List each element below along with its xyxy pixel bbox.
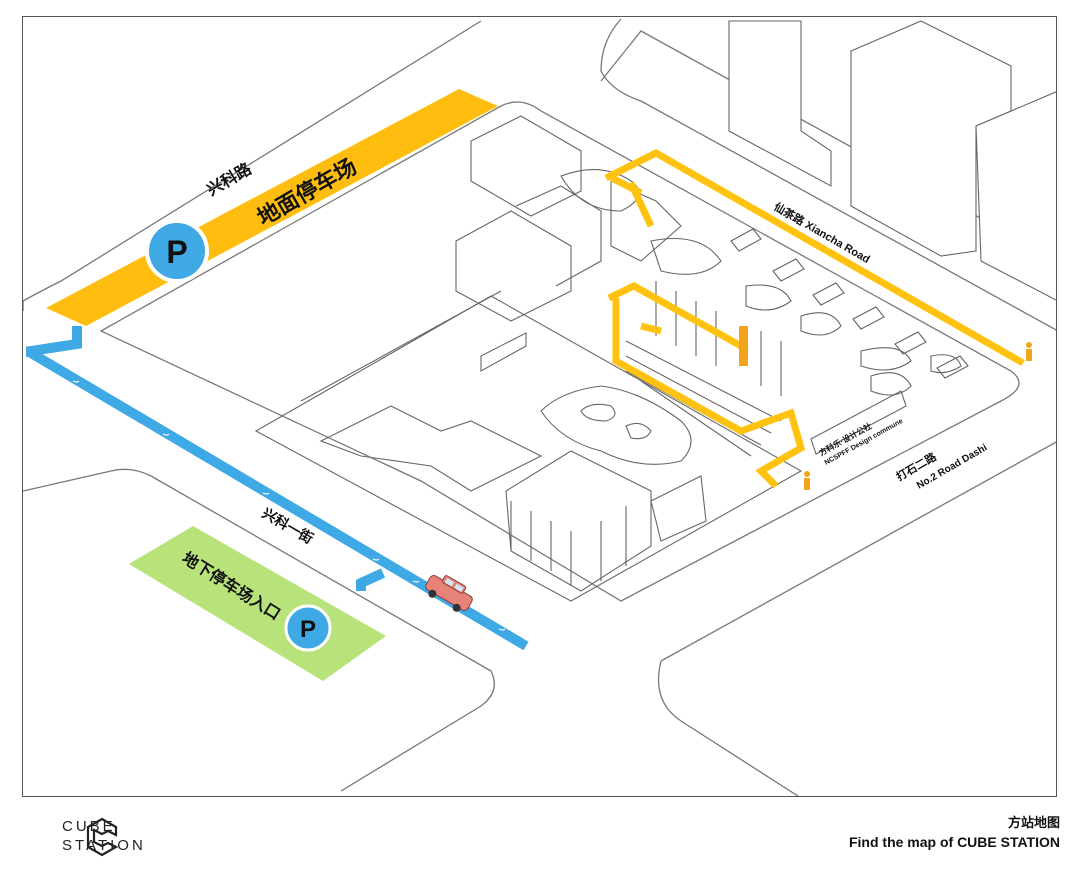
wifi-marks bbox=[72, 380, 506, 631]
parking-icon-underground[interactable]: P bbox=[284, 604, 332, 652]
xingke-road-label: 兴科路 bbox=[204, 159, 256, 200]
cube-station-logo-icon bbox=[86, 817, 119, 857]
person-icon-dashi bbox=[804, 471, 810, 490]
parking-icon-ground[interactable]: P bbox=[145, 219, 209, 283]
car-icon bbox=[425, 575, 473, 612]
parking-symbol-underground: P bbox=[300, 616, 316, 643]
road-outlines bbox=[23, 18, 1056, 796]
orange-marker bbox=[739, 326, 748, 366]
logo-wordmark: CUBE STATION bbox=[62, 817, 146, 855]
map-caption: 方站地图 Find the map of CUBE STATION bbox=[849, 814, 1060, 852]
logo-line-1: CUBE bbox=[62, 818, 116, 835]
parking-symbol-ground: P bbox=[166, 234, 187, 270]
background-buildings bbox=[728, 20, 1056, 301]
map-canvas[interactable]: 地面停车场 兴科路 P 兴科一街 地下停车场入口 P bbox=[23, 17, 1057, 797]
person-icon-xiancha bbox=[1026, 342, 1032, 361]
yellow-route bbox=[604, 149, 1025, 489]
caption-english: Find the map of CUBE STATION bbox=[848, 834, 1060, 850]
site-blocks bbox=[254, 115, 969, 602]
map-frame: 地面停车场 兴科路 P 兴科一街 地下停车场入口 P bbox=[22, 16, 1057, 797]
logo-line-2: STATION bbox=[62, 837, 146, 854]
caption-chinese: 方站地图 bbox=[1007, 815, 1060, 830]
